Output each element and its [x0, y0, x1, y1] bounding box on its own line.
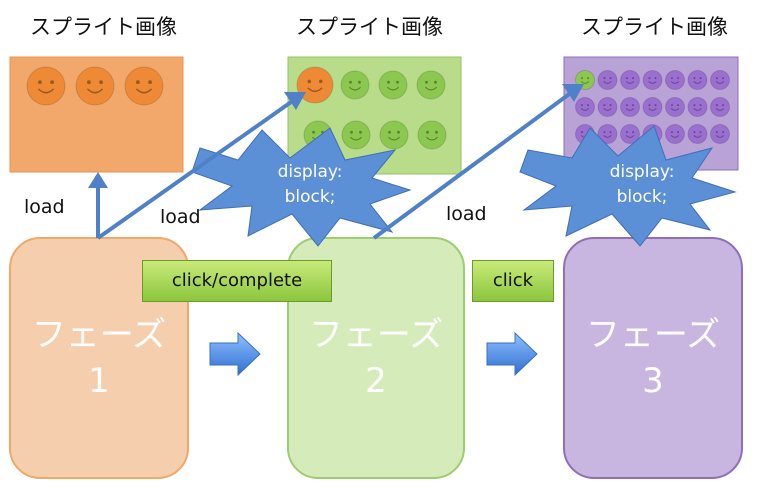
burst-text-2: display: block; — [592, 160, 692, 210]
burst-2-line-1: display: — [609, 162, 675, 182]
phase-2-label: フェーズ 2 — [288, 312, 464, 404]
phase-1-label: フェーズ 1 — [10, 312, 188, 404]
click-complete-trigger: click/complete — [142, 260, 332, 302]
load-arrow-2 — [96, 92, 306, 240]
burst-1-line-1: display: — [277, 162, 343, 182]
phase-2-title: フェーズ — [308, 315, 444, 355]
sprite-2-face — [341, 120, 371, 150]
sprite-3-face — [597, 70, 618, 90]
sprite-3-face — [687, 70, 708, 90]
sprite-3-faces — [575, 70, 730, 144]
phase-3-number: 3 — [642, 361, 664, 401]
sprite-2-face — [416, 70, 446, 100]
sprite-title-1: スプライト画像 — [30, 15, 177, 39]
sprite-1-face — [26, 66, 66, 106]
sprite-3-face — [710, 97, 730, 117]
burst-2-line-2: block; — [616, 187, 668, 207]
phase-1-number: 1 — [88, 361, 110, 401]
phase-3-title: フェーズ — [585, 315, 721, 355]
load-arrow-3 — [372, 84, 584, 240]
sprite-3-face — [620, 124, 640, 144]
phase-1-title: フェーズ — [31, 315, 167, 355]
sprite-2-faces — [296, 66, 447, 150]
sprite-3-face — [620, 97, 640, 117]
sprite-1-faces — [26, 66, 164, 106]
next-phase-arrow-1 — [209, 331, 261, 377]
load-label-1: load — [24, 196, 65, 218]
sprite-1-face — [75, 66, 115, 106]
load-arrow-1 — [88, 172, 108, 238]
sprite-3-face — [642, 70, 663, 90]
load-label-3: load — [446, 203, 487, 225]
sprite-3-face — [620, 70, 640, 90]
sprite-2-face — [378, 70, 408, 100]
burst-1-line-2: block; — [284, 187, 336, 207]
phase-2-number: 2 — [365, 361, 387, 401]
sprite-3-face — [597, 124, 618, 144]
sprite-2-face — [296, 66, 334, 104]
sprite-title-3: スプライト画像 — [581, 15, 728, 39]
sprite-3-face — [710, 124, 730, 144]
display-block-burst-2 — [519, 125, 737, 247]
burst-text-1: display: block; — [260, 160, 360, 210]
sprite-3-face — [575, 97, 595, 117]
sprite-3-face — [665, 70, 685, 90]
sprite-2-face — [417, 120, 447, 150]
load-label-2: load — [160, 206, 201, 228]
sprite-title-2: スプライト画像 — [296, 15, 443, 39]
sprite-1-face — [124, 66, 164, 106]
sprite-3-face — [687, 97, 708, 117]
sprite-2-face — [379, 120, 409, 150]
next-phase-arrow-2 — [486, 331, 538, 377]
sprite-3-face — [642, 97, 663, 117]
sprite-3-face — [665, 97, 685, 117]
click-trigger: click — [472, 260, 554, 302]
phase-3-label: フェーズ 3 — [564, 312, 742, 404]
sprite-3-face — [710, 70, 730, 90]
sprite-3-face — [597, 97, 618, 117]
sprite-2-face — [340, 70, 370, 100]
sprite-3-face — [687, 124, 708, 144]
sprite-3-face — [665, 124, 685, 144]
display-block-burst-1 — [191, 127, 412, 247]
phase-3-box — [563, 237, 743, 479]
